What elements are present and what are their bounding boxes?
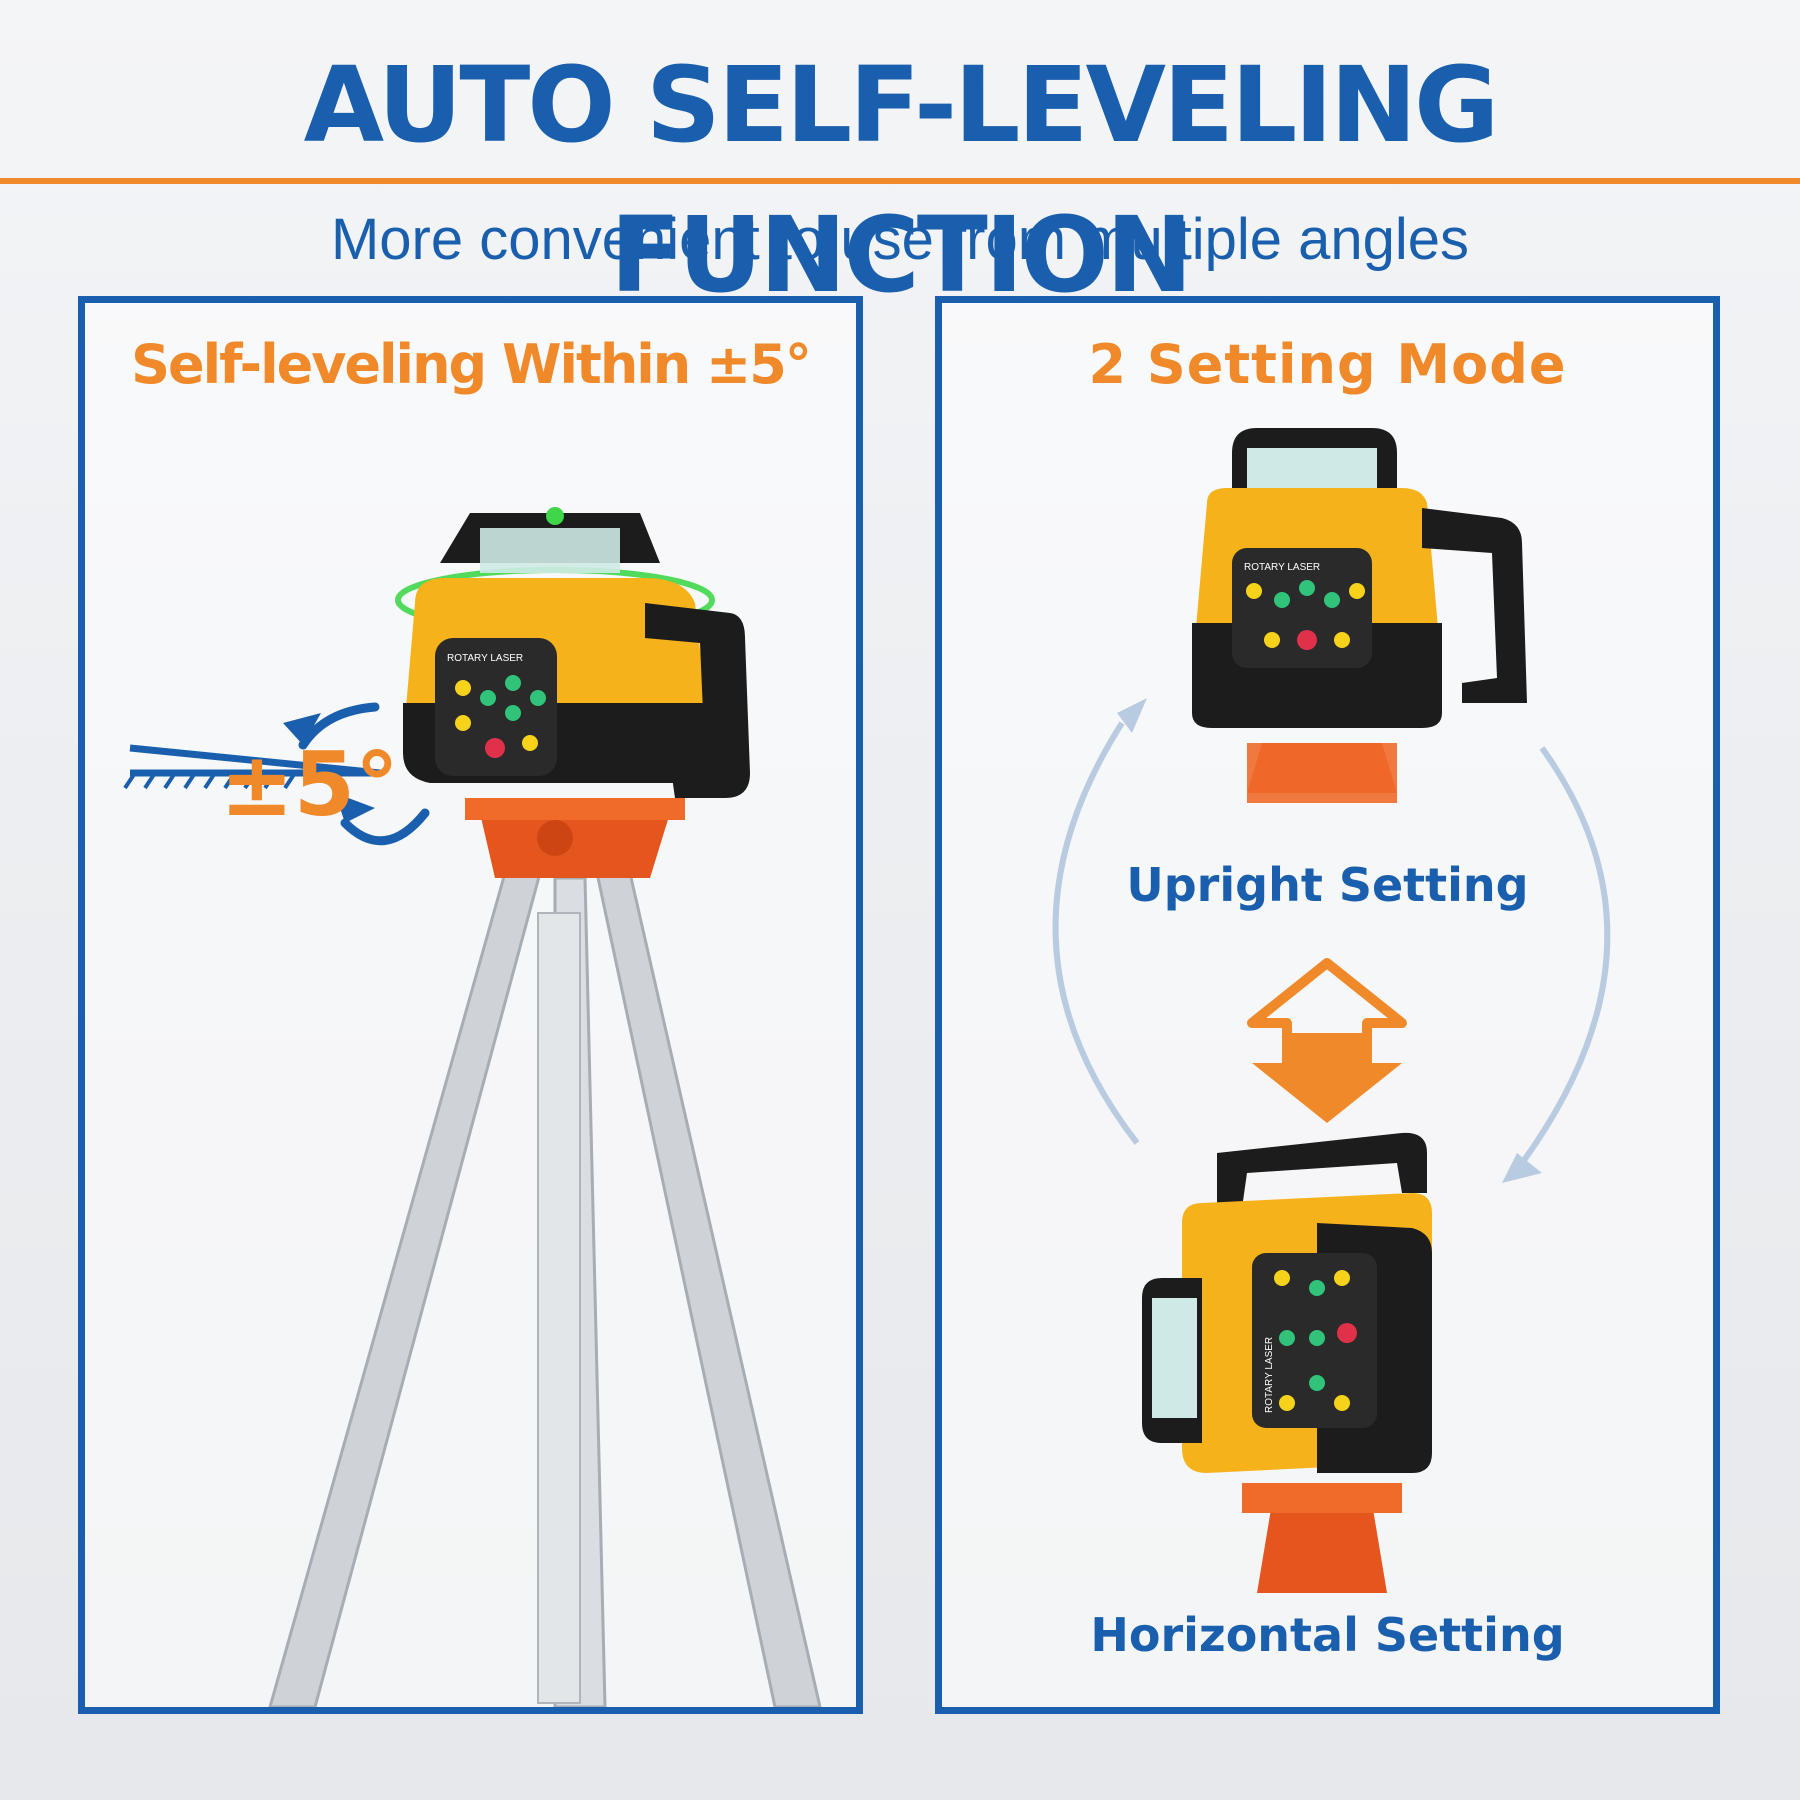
rotary-laser-icon: ROTARY LASER <box>395 507 750 798</box>
subheadline: More convenient to use from multiple ang… <box>330 207 1470 272</box>
device-label: ROTARY LASER <box>447 653 523 664</box>
setting-mode-illustration: ROTARY LASER <box>1052 428 1611 1593</box>
horizontal-laser-icon: ROTARY LASER <box>1142 1132 1432 1593</box>
self-leveling-title: Self-leveling Within ±5° <box>131 333 812 396</box>
setting-mode-title: 2 Setting Mode <box>1088 333 1567 396</box>
upright-laser-icon: ROTARY LASER <box>1192 428 1527 803</box>
swap-arrows-icon <box>1247 958 1407 1123</box>
setting-mode-panel: 2 Setting Mode ROTARY LASER <box>935 296 1720 1714</box>
horizontal-setting-label: Horizontal Setting <box>1090 1608 1565 1662</box>
self-leveling-panel: Self-leveling Within ±5° <box>78 296 863 1714</box>
headline: AUTO SELF-LEVELING FUNCTION <box>303 44 1500 316</box>
tripod-icon <box>268 798 822 1707</box>
upright-setting-label: Upright Setting <box>1126 858 1529 912</box>
upright-device-label: ROTARY LASER <box>1244 562 1320 573</box>
horizontal-device-label: ROTARY LASER <box>1264 1337 1275 1413</box>
cycle-arrows-icon <box>1052 698 1611 1183</box>
orange-divider <box>0 178 1800 184</box>
tilt-indicator-icon <box>123 702 430 846</box>
tilt-angle-label: ±5° <box>220 733 399 836</box>
tripod-laser-illustration: ROTARY LASER <box>123 507 822 1707</box>
